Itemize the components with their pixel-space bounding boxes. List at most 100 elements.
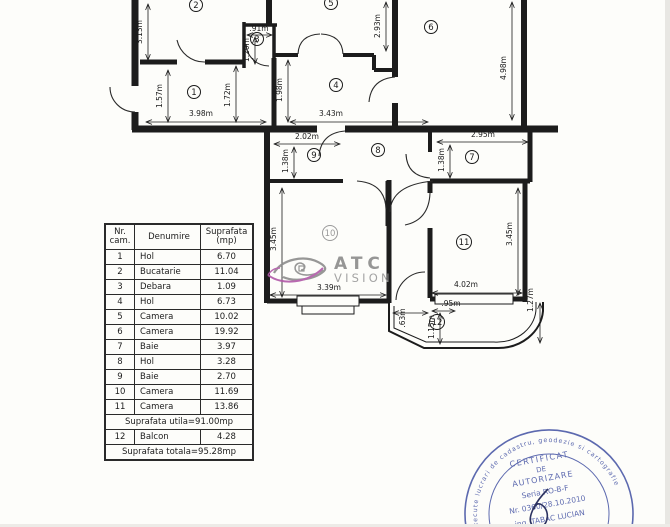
dimension-label: 2.95m: [471, 130, 495, 139]
room-name: Balcon: [134, 429, 201, 445]
room-number: 1: [191, 88, 196, 98]
room-nr: 4: [104, 294, 135, 310]
room-area: 1.09: [200, 279, 254, 295]
room-number-circle: [456, 234, 472, 250]
dimension-label: 1.98m: [275, 78, 284, 102]
room-number: 10: [325, 229, 336, 239]
dimension-label: 3.43m: [319, 109, 343, 118]
room-name: Hol: [134, 249, 201, 265]
room-number-circle: [250, 32, 264, 46]
room-number-circle: [329, 78, 343, 92]
dimension-label: 1.20m: [242, 38, 251, 62]
logo-line-atc: ATC: [334, 254, 385, 274]
room-number: 3: [254, 35, 259, 45]
dimension-label: .91m: [249, 24, 268, 33]
room-number: 6: [428, 23, 433, 33]
room-number-circle: [322, 225, 338, 241]
room-name: Debara: [134, 279, 201, 295]
room-number-circle: [465, 150, 479, 164]
logo-line-vision: VISION: [334, 271, 393, 285]
room-area: 3.97: [200, 339, 254, 355]
room-number: 11: [459, 238, 470, 248]
dimension-label: 1.38m: [437, 148, 446, 172]
logo-text: ATC VISION: [334, 254, 393, 285]
room-area: 3.28: [200, 354, 254, 370]
room-name: Camera: [134, 324, 201, 340]
room-number-circle: [187, 85, 201, 99]
room-nr: 1: [104, 249, 135, 265]
dimension-label: .63m: [398, 308, 407, 327]
room-nr: 6: [104, 324, 135, 340]
room-nr: 10: [104, 384, 135, 400]
room-nr: 5: [104, 309, 135, 325]
room-nr: 12: [104, 429, 135, 445]
col-header-nr: Nr. cam.: [104, 223, 135, 250]
room-name: Camera: [134, 384, 201, 400]
room-nr: 2: [104, 264, 135, 280]
dimension-label: 3.45m: [505, 222, 514, 246]
atc-vision-logo: ATC VISION: [266, 247, 393, 293]
room-area: 6.73: [200, 294, 254, 310]
room-name: Baie: [134, 369, 201, 385]
room-name: Hol: [134, 294, 201, 310]
dimension-label: 2.93m: [373, 14, 382, 38]
room-number: 2: [193, 1, 198, 11]
room-nr: 8: [104, 354, 135, 370]
table-header-row: Nr. cam. Denumire Suprafata (mp): [104, 223, 254, 250]
dimension-label: 1.57m: [155, 84, 164, 108]
room-area: 11.04: [200, 264, 254, 280]
dimension-label: 1.72m: [223, 83, 232, 107]
room-number: 7: [469, 153, 474, 163]
room-area: 11.69: [200, 384, 254, 400]
room-area: 4.28: [200, 429, 254, 445]
room-nr: 7: [104, 339, 135, 355]
col-header-suprafata: Suprafata (mp): [200, 223, 254, 250]
room-nr: 11: [104, 399, 135, 415]
room-area: 6.70: [200, 249, 254, 265]
room-number: 12: [432, 318, 443, 328]
room-area: 2.70: [200, 369, 254, 385]
dimension-label: 1.38m: [281, 149, 290, 173]
room-number-circle: [324, 0, 338, 10]
dimension-label: 3.98m: [189, 109, 213, 118]
room-name: Hol: [134, 354, 201, 370]
table-row: 12 Balcon 4.28: [104, 429, 254, 445]
room-number-circle: [189, 0, 203, 12]
room-area: 13.86: [200, 399, 254, 415]
eye-icon: [267, 257, 327, 283]
dimension-label: 3.45m: [269, 227, 278, 251]
room-area: 10.02: [200, 309, 254, 325]
room-number-circle: [307, 148, 321, 162]
dimension-label: 3.39m: [317, 283, 341, 292]
room-nr: 9: [104, 369, 135, 385]
room-number: 9: [311, 151, 316, 161]
signature: [529, 488, 549, 527]
room-number-circle: [429, 314, 445, 330]
dimension-label: 1.27m: [526, 288, 535, 312]
room-number-circle: [371, 143, 385, 157]
room-name: Camera: [134, 309, 201, 325]
room-name: Camera: [134, 399, 201, 415]
scan-edge-right: [665, 0, 670, 527]
room-name: Baie: [134, 339, 201, 355]
balcony-parapet: [388, 301, 544, 350]
room-name: Bucatarie: [134, 264, 201, 280]
suprafata-totala-row: Suprafata totala=95.28mp: [104, 444, 254, 461]
room-area: 19.92: [200, 324, 254, 340]
room-number-circle: [424, 20, 438, 34]
